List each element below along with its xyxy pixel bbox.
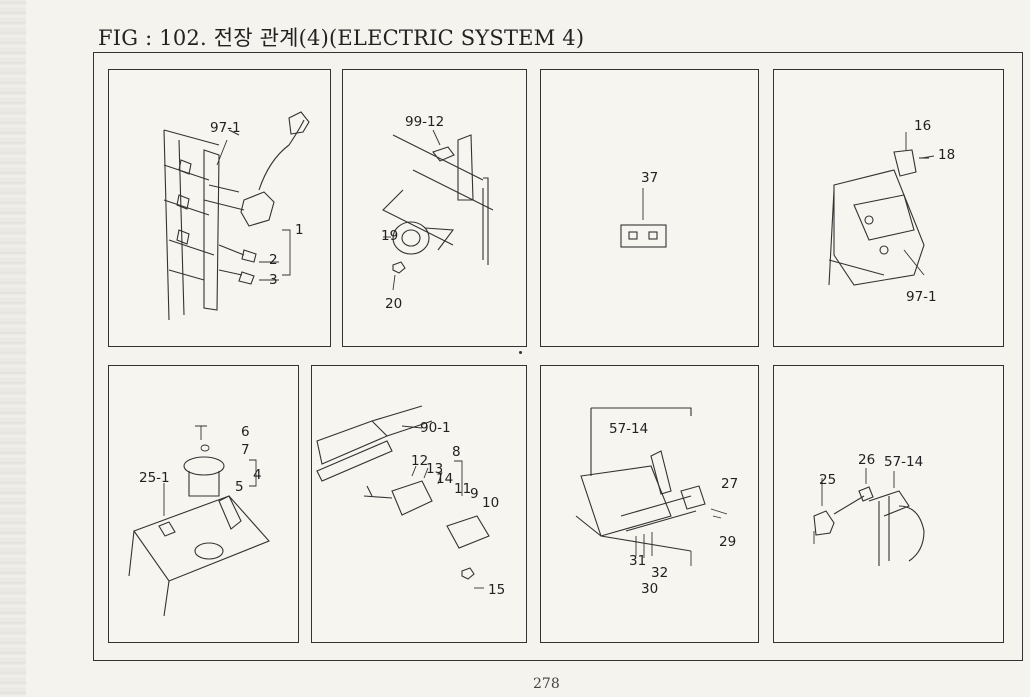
figure-frame bbox=[93, 52, 1023, 661]
steering-drawing bbox=[575, 407, 728, 566]
callout-label: 5 bbox=[235, 479, 244, 495]
callout-label: 7 bbox=[241, 442, 250, 458]
callout-label: 15 bbox=[488, 582, 506, 598]
panel-horn: 99-12 19 20 bbox=[342, 69, 527, 347]
callout-label: 1 bbox=[295, 222, 304, 238]
callout-label: 16 bbox=[914, 118, 932, 134]
callout-label: 11 bbox=[454, 481, 472, 497]
page-number: 278 bbox=[533, 676, 560, 692]
relay-drawing bbox=[620, 188, 667, 248]
callout-label: 25-1 bbox=[139, 470, 170, 486]
callout-label: 13 bbox=[426, 461, 444, 477]
callout-label: 8 bbox=[452, 444, 461, 460]
callout-label: 18 bbox=[938, 147, 956, 163]
panel-bracket-relay: 16 18 97-1 bbox=[773, 69, 1004, 347]
callout-label: 57-14 bbox=[884, 454, 924, 470]
callout-label: 14 bbox=[436, 471, 454, 487]
callout-label: 9 bbox=[470, 486, 479, 502]
sensor-drawing bbox=[128, 425, 270, 617]
harness-drawing bbox=[316, 405, 490, 589]
callout-label: 37 bbox=[641, 170, 659, 186]
callout-label: 29 bbox=[719, 534, 737, 550]
bracket-drawing bbox=[828, 132, 935, 286]
page-title: FIG : 102. 전장 관계(4)(ELECTRIC SYSTEM 4) bbox=[98, 26, 585, 50]
callout-label: 6 bbox=[241, 424, 250, 440]
callout-label: 19 bbox=[381, 228, 399, 244]
horn-drawing bbox=[382, 129, 494, 291]
panel-steering-switch: 57-14 27 29 31 32 30 bbox=[540, 365, 759, 643]
panel-harness-connector: 90-1 8 12 13 14 11 9 10 15 bbox=[311, 365, 527, 643]
panel-relay: 37 bbox=[540, 69, 759, 347]
callout-label: 2 bbox=[269, 252, 278, 268]
callout-label: 31 bbox=[629, 553, 647, 569]
panel-column-switch: 26 57-14 25 bbox=[773, 365, 1004, 643]
callout-label: 97-1 bbox=[210, 120, 241, 136]
panel-sensor: 6 7 4 5 25-1 bbox=[108, 365, 299, 643]
binding-edge bbox=[0, 0, 26, 697]
callout-label: 12 bbox=[411, 453, 429, 469]
callout-label: 30 bbox=[641, 581, 659, 597]
callout-label: 97-1 bbox=[906, 289, 937, 305]
ignition-switch-drawing bbox=[163, 111, 310, 321]
callout-label: 25 bbox=[819, 472, 837, 488]
callout-label: 3 bbox=[269, 272, 278, 288]
callout-label: 10 bbox=[482, 495, 500, 511]
callout-label: 26 bbox=[858, 452, 876, 468]
callout-label: 4 bbox=[253, 467, 262, 483]
callout-label: 99-12 bbox=[405, 114, 445, 130]
column-drawing bbox=[813, 468, 925, 566]
panel-ignition-switch: 97-1 1 2 3 bbox=[108, 69, 331, 347]
callout-label: 90-1 bbox=[420, 420, 451, 436]
callout-label: 20 bbox=[385, 296, 403, 312]
scan-speck bbox=[519, 351, 522, 354]
callout-label: 27 bbox=[721, 476, 739, 492]
callout-label: 57-14 bbox=[609, 421, 649, 437]
callout-label: 32 bbox=[651, 565, 669, 581]
